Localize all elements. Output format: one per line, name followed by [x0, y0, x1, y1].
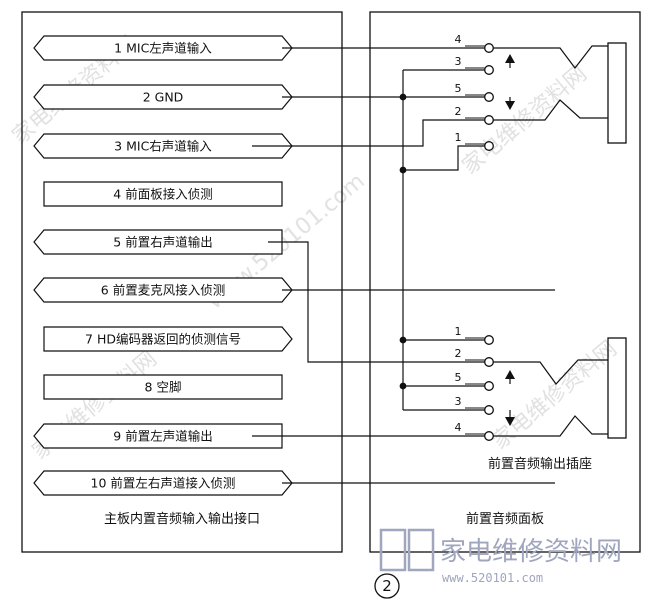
output-jack-caption: 前置音频输出插座 — [488, 456, 592, 472]
site-logo: 家电维修资料网 www.520101.com — [379, 528, 622, 585]
logo-url: www.520101.com — [442, 571, 543, 585]
out-jack-up-arrow-icon — [505, 370, 515, 379]
out-jack-pin-label: 2 — [455, 347, 462, 360]
signal-label: 3 MIC右声道输入 — [114, 139, 212, 154]
signal-label: 7 HD编码器返回的侦测信号 — [85, 332, 241, 347]
signal-label: 6 前置麦克风接入侦测 — [101, 283, 225, 298]
out-jack-pin-label: 1 — [455, 325, 462, 338]
signal-box — [43, 326, 293, 352]
signal-label: 8 空脚 — [145, 380, 182, 395]
mic-jack-spring — [493, 99, 608, 121]
mic-jack-pin-label: 4 — [455, 33, 462, 46]
mic-jack-spring — [493, 45, 608, 69]
wiring — [252, 47, 555, 484]
out-jack-down-arrow-icon — [505, 417, 515, 426]
out-jack-body — [607, 337, 627, 439]
mic-jack-contact — [484, 92, 494, 102]
signal-box — [33, 277, 293, 303]
signal-label: 5 前置右声道输出 — [113, 235, 212, 250]
logo-book-icon — [379, 528, 407, 572]
mic-jack-contact — [484, 43, 494, 53]
junction-dot — [399, 93, 407, 101]
signal-label: 10 前置左右声道接入侦测 — [91, 476, 236, 491]
watermark-text: 家电维修资料网 — [488, 336, 622, 454]
out-jack-spring — [493, 359, 608, 385]
out-jack-pin-label: 3 — [455, 395, 462, 408]
junction-dot — [399, 382, 407, 390]
signal-box — [33, 423, 283, 449]
signal-box — [33, 84, 293, 110]
mic-jack-contact — [484, 141, 494, 151]
mic-jack-pin-label: 3 — [455, 55, 462, 68]
mic-jack-pin-label: 5 — [455, 82, 462, 95]
signal-box — [43, 181, 283, 207]
out-jack-contact — [484, 357, 494, 367]
signal-box — [33, 470, 293, 496]
signal-box — [33, 229, 283, 255]
junction-dot — [399, 166, 407, 174]
left-panel-caption: 主板内置音频输入输出接口 — [104, 511, 260, 527]
mic-jack-down-arrow-icon — [505, 101, 515, 110]
wire-mic-right — [252, 119, 487, 147]
signal-box — [33, 35, 293, 61]
out-jack-pin-label: 4 — [455, 421, 462, 434]
signal-label: 1 MIC左声道输入 — [114, 41, 212, 56]
output-jack: 1 2 5 3 4 — [455, 325, 627, 441]
mic-jack-up-arrow-icon — [505, 54, 515, 63]
junction-dot — [399, 336, 407, 344]
left-panel-border — [21, 11, 343, 553]
out-jack-contact — [484, 381, 494, 391]
mic-jack-pin-label: 2 — [455, 105, 462, 118]
figure-number-text: 2 — [382, 577, 392, 595]
out-jack-contact — [484, 431, 494, 441]
wire-sense-mic — [403, 145, 487, 171]
right-panel-border — [369, 11, 641, 553]
out-jack-contact — [484, 335, 494, 345]
figure-number-circle — [374, 573, 400, 599]
signal-box — [43, 374, 283, 400]
signal-label: 2 GND — [143, 90, 184, 105]
mic-jack: 4 3 5 2 1 — [455, 33, 627, 151]
right-panel-caption: 前置音频面板 — [466, 511, 544, 527]
logo-book-icon — [407, 528, 435, 572]
signal-label: 9 前置左声道输出 — [113, 429, 212, 444]
mic-jack-contact — [484, 65, 494, 75]
signal-label: 4 前面板接入侦测 — [113, 187, 212, 202]
mic-jack-body — [607, 42, 627, 144]
signal-list: 1 MIC左声道输入 2 GND 3 MIC右声道输入 4 前面板接入侦测 5 前置右声… — [33, 35, 293, 496]
wire-front-right-out — [268, 241, 487, 363]
mic-jack-contact — [484, 115, 494, 125]
figure-number: 2 — [374, 573, 400, 599]
out-jack-contact — [484, 405, 494, 415]
logo-text: 家电维修资料网 — [440, 537, 622, 567]
signal-box — [33, 133, 293, 159]
out-jack-pin-label: 5 — [455, 371, 462, 384]
mic-jack-pin-label: 1 — [455, 131, 462, 144]
out-jack-spring — [493, 415, 608, 437]
